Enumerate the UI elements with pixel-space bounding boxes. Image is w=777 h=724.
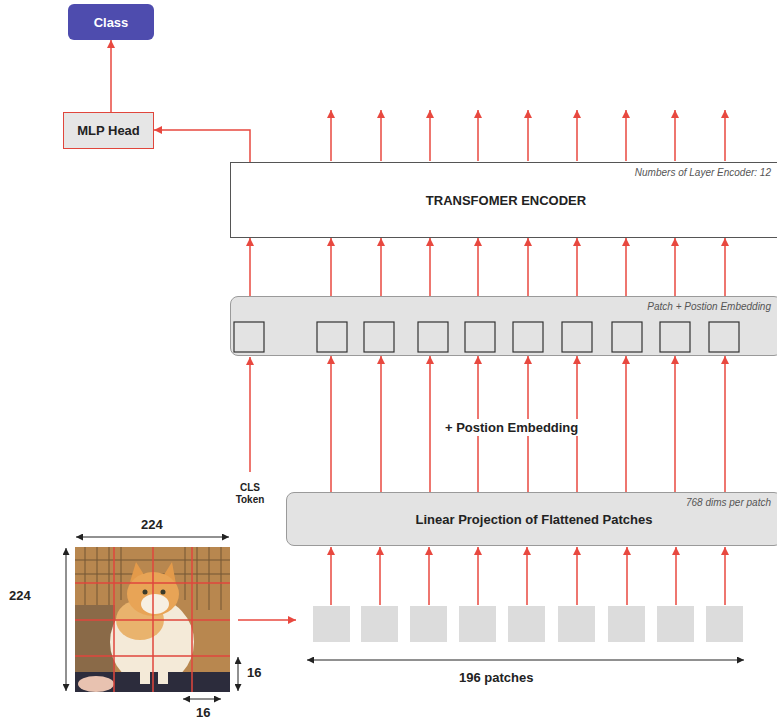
encoder-output-arrows — [331, 110, 725, 161]
flow-arrow — [429, 356, 431, 492]
box-title: TRANSFOMER ENCODER — [426, 193, 586, 208]
patch-arrows — [331, 547, 725, 605]
flow-arrow — [110, 40, 112, 112]
cls-token-label: CLS Token — [230, 482, 270, 506]
dimension-lines — [66, 537, 744, 699]
encoder-box: TRANSFOMER ENCODER Numbers of Layer Encod… — [230, 162, 777, 238]
flow-arrow — [429, 238, 431, 296]
dimension-label: 16 — [196, 705, 210, 720]
flow-arrow — [380, 238, 382, 296]
flow-arrow — [576, 238, 578, 296]
box-title: Linear Projection of Flattened Patches — [416, 512, 653, 527]
flow-arrow — [154, 130, 250, 162]
box-note: Patch + Postion Embedding — [647, 301, 771, 312]
class-box: Class — [68, 4, 154, 40]
flow-arrow — [724, 238, 726, 296]
box-title: MLP Head — [77, 123, 140, 138]
flow-arrow — [724, 356, 726, 492]
projection-box: Linear Projection of Flattened Patches 76… — [286, 492, 777, 546]
patch-count-label: 196 patches — [459, 670, 533, 685]
flow-arrow — [249, 238, 251, 296]
flow-arrow — [380, 356, 382, 492]
box-note: 768 dims per patch — [686, 497, 771, 508]
cat-photo — [75, 547, 230, 692]
flow-arrow — [625, 356, 627, 492]
dimension-label: 224 — [9, 588, 31, 603]
patch-squares — [313, 606, 743, 642]
embedding-band: Patch + Postion Embedding — [230, 296, 777, 356]
flow-arrow — [625, 238, 627, 296]
flow-arrow — [527, 238, 529, 296]
dimension-label: 16 — [247, 665, 261, 680]
cls-token-arrow — [249, 357, 251, 472]
dimension-label: 224 — [141, 517, 163, 532]
patch-grid-lines — [75, 547, 230, 692]
flow-arrow — [477, 238, 479, 296]
box-title: Class — [94, 15, 129, 30]
image-to-patches-arrow — [238, 619, 296, 621]
box-note: Numbers of Layer Encoder: 12 — [635, 167, 771, 178]
embedding-label: + Postion Embedding — [441, 419, 582, 436]
flow-arrow — [674, 356, 676, 492]
flow-arrow — [330, 238, 332, 296]
mlp-head-box: MLP Head — [63, 112, 154, 149]
flow-arrow — [330, 356, 332, 492]
flow-arrow — [674, 238, 676, 296]
